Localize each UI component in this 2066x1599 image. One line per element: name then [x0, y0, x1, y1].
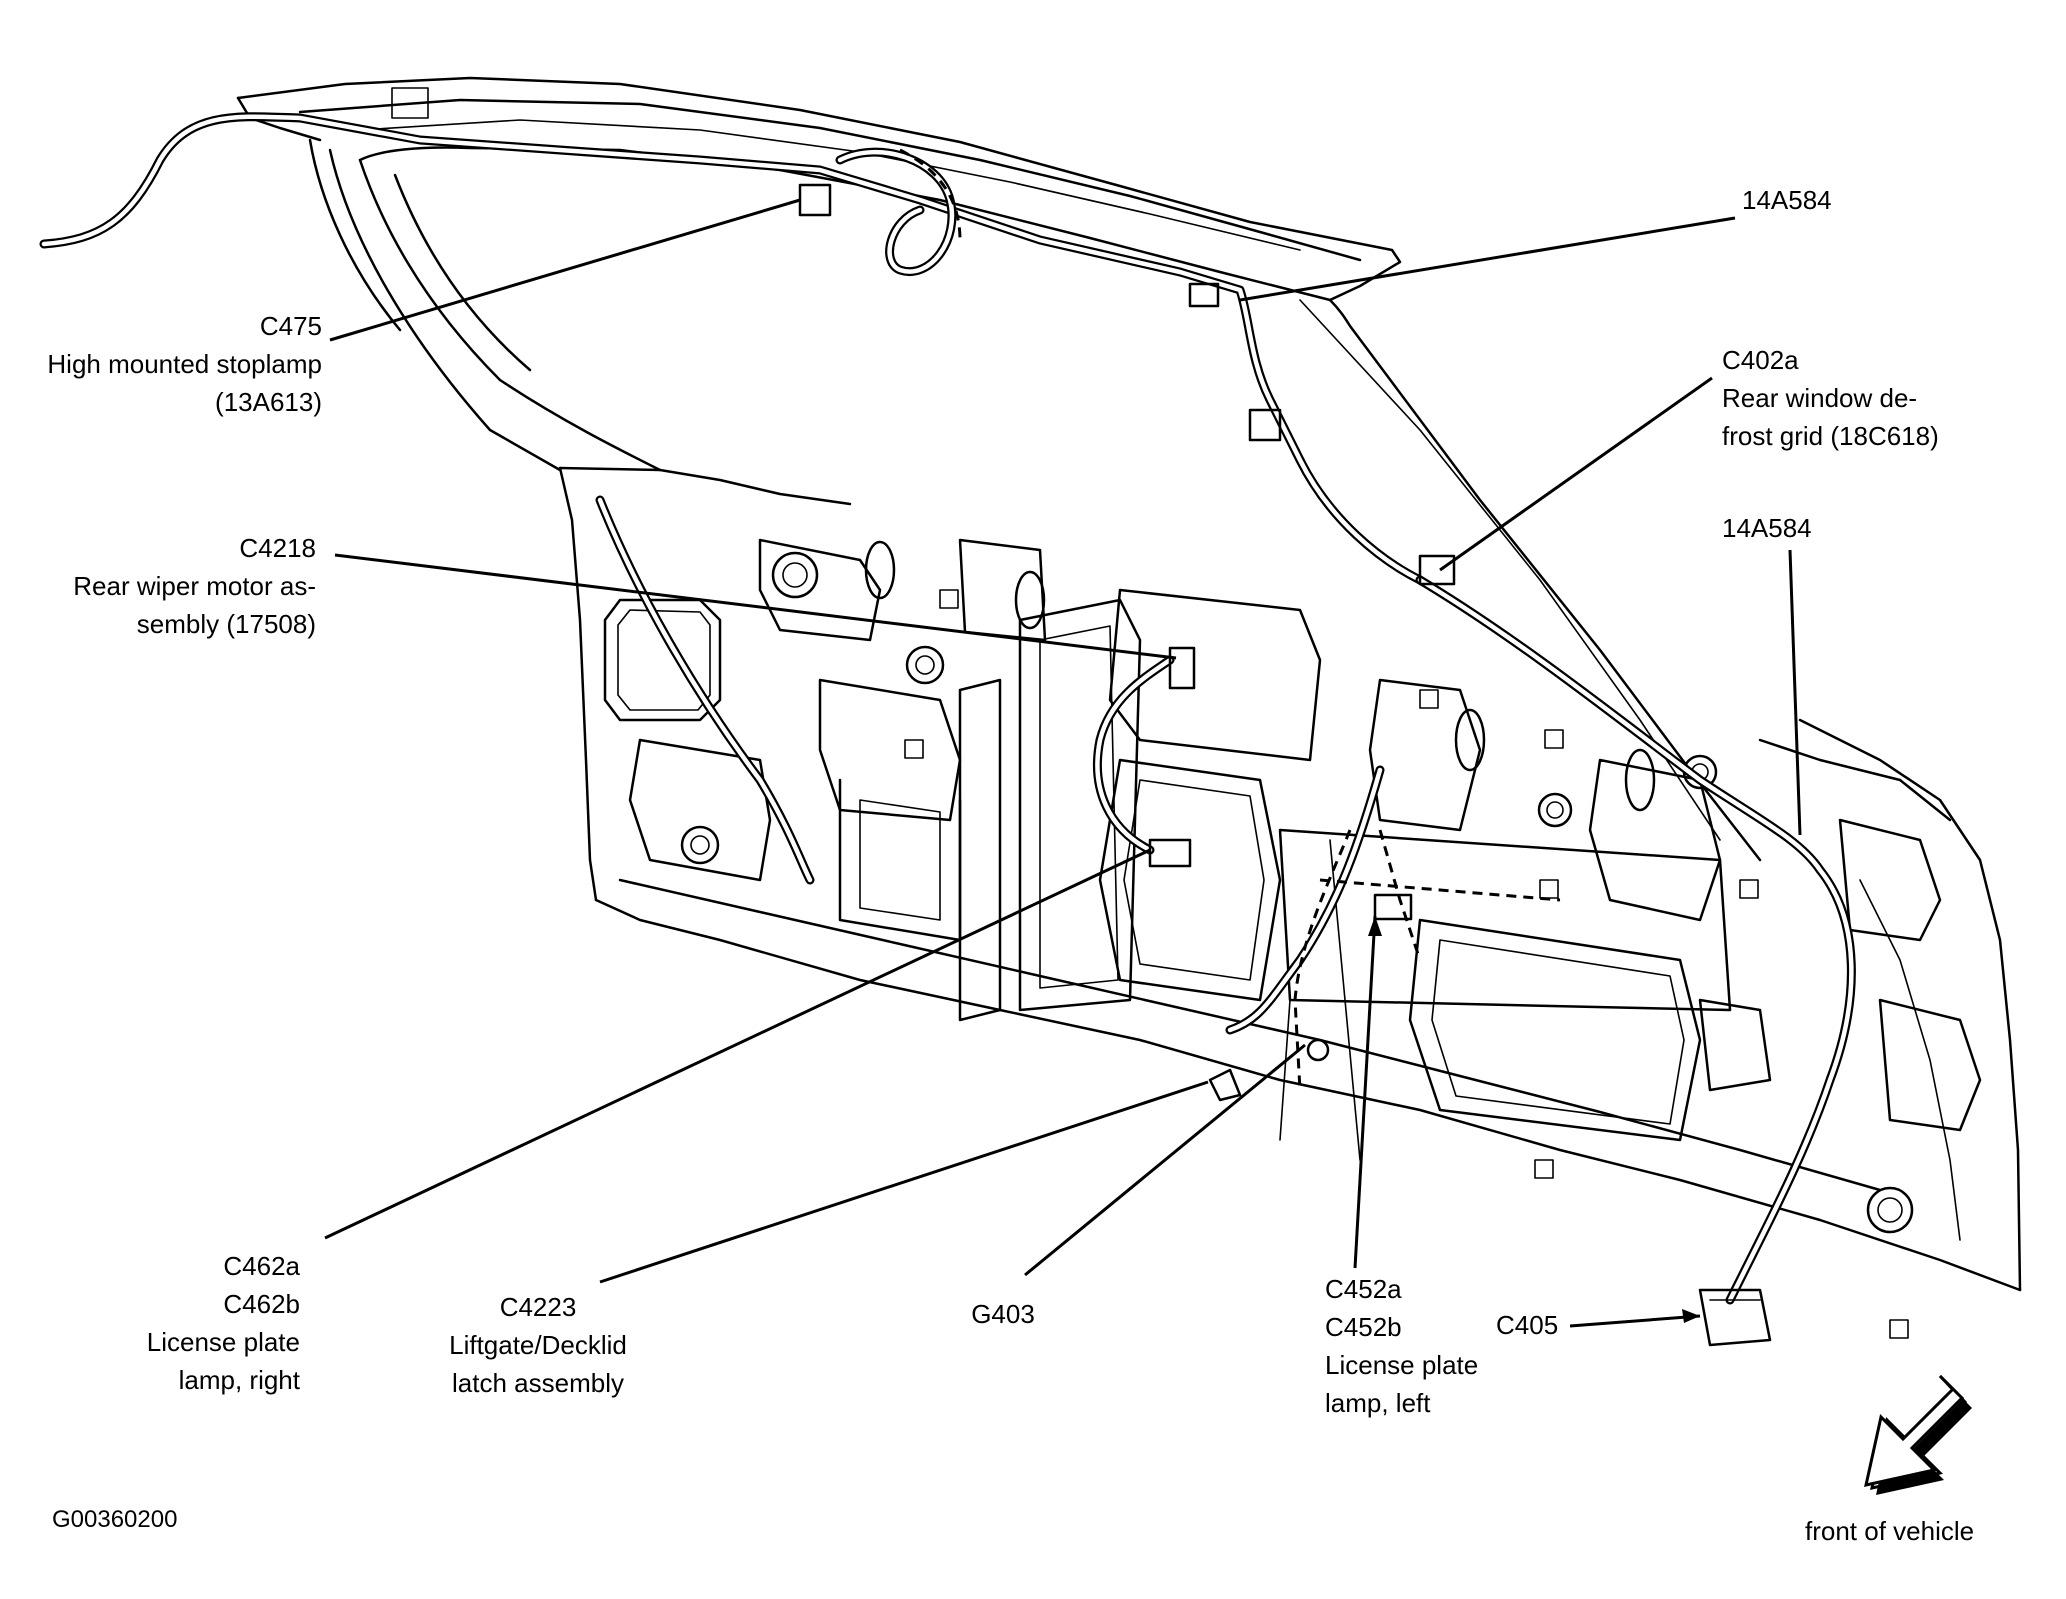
c4218-id: C4218 — [239, 533, 316, 563]
c462-connector — [1148, 838, 1192, 868]
c4218-connector — [1168, 646, 1196, 690]
direction-label-group: front of vehicle — [1805, 1516, 1974, 1546]
c475-desc-line2: (13A613) — [215, 387, 322, 417]
c402a-desc-line1: Rear window de- — [1722, 383, 1917, 413]
c452-id-a: C452a — [1325, 1274, 1402, 1304]
c475-connector — [798, 183, 832, 217]
c462-id-a: C462a — [223, 1251, 300, 1281]
harness-clip — [1188, 282, 1220, 308]
figure-id: G00360200 — [52, 1506, 177, 1533]
callout-c402a: C402a Rear window de- frost grid (18C618… — [1722, 345, 1939, 451]
callout-c462: C462a C462b License plate lamp, right — [147, 1251, 301, 1395]
figure-id-label: G00360200 — [52, 1506, 177, 1533]
c405-connector — [1698, 1288, 1772, 1347]
callout-harness-top: 14A584 — [1742, 185, 1832, 215]
c475-id: C475 — [260, 311, 322, 341]
c402a-connector — [1418, 554, 1456, 586]
c462-desc-line2: lamp, right — [179, 1365, 301, 1395]
c4223-connector — [1208, 1068, 1242, 1102]
c462-desc-line1: License plate — [147, 1327, 300, 1357]
c4218-desc-line1: Rear wiper motor as- — [73, 571, 316, 601]
callout-harness-right: 14A584 — [1722, 513, 1812, 543]
c4223-desc-line1: Liftgate/Decklid — [449, 1330, 627, 1360]
callout-c452: C452a C452b License plate lamp, left — [1325, 1274, 1478, 1418]
liftgate-drawing — [39, 76, 2022, 1347]
harness-top-id: 14A584 — [1742, 185, 1832, 215]
c452-connector — [1373, 893, 1413, 921]
c452-desc-line2: lamp, left — [1325, 1388, 1431, 1418]
callout-c4218: C4218 Rear wiper motor as- sembly (17508… — [73, 533, 316, 639]
callout-g403: G403 — [971, 1299, 1035, 1329]
callout-c405: C405 — [1496, 1310, 1558, 1340]
c452-desc-line1: License plate — [1325, 1350, 1478, 1380]
direction-label: front of vehicle — [1805, 1516, 1974, 1546]
c402a-desc-line2: frost grid (18C618) — [1722, 421, 1939, 451]
harness-right-id: 14A584 — [1722, 513, 1812, 543]
g403-id: G403 — [971, 1299, 1035, 1329]
c402a-id: C402a — [1722, 345, 1799, 375]
c475-desc-line1: High mounted stoplamp — [47, 349, 322, 379]
callout-c475: C475 High mounted stoplamp (13A613) — [47, 311, 322, 417]
c405-id: C405 — [1496, 1310, 1558, 1340]
leader-lines — [324, 198, 1802, 1328]
c4223-desc-line2: latch assembly — [452, 1368, 624, 1398]
c4218-desc-line2: sembly (17508) — [137, 609, 316, 639]
c452-id-b: C452b — [1325, 1312, 1402, 1342]
harness-clip-2 — [1248, 408, 1282, 442]
c462-id-b: C462b — [223, 1289, 300, 1319]
arrow-down-left-icon — [1864, 1374, 1972, 1495]
c4223-id: C4223 — [500, 1292, 577, 1322]
g403-ground — [1306, 1038, 1330, 1062]
callout-c4223: C4223 Liftgate/Decklid latch assembly — [449, 1292, 627, 1398]
